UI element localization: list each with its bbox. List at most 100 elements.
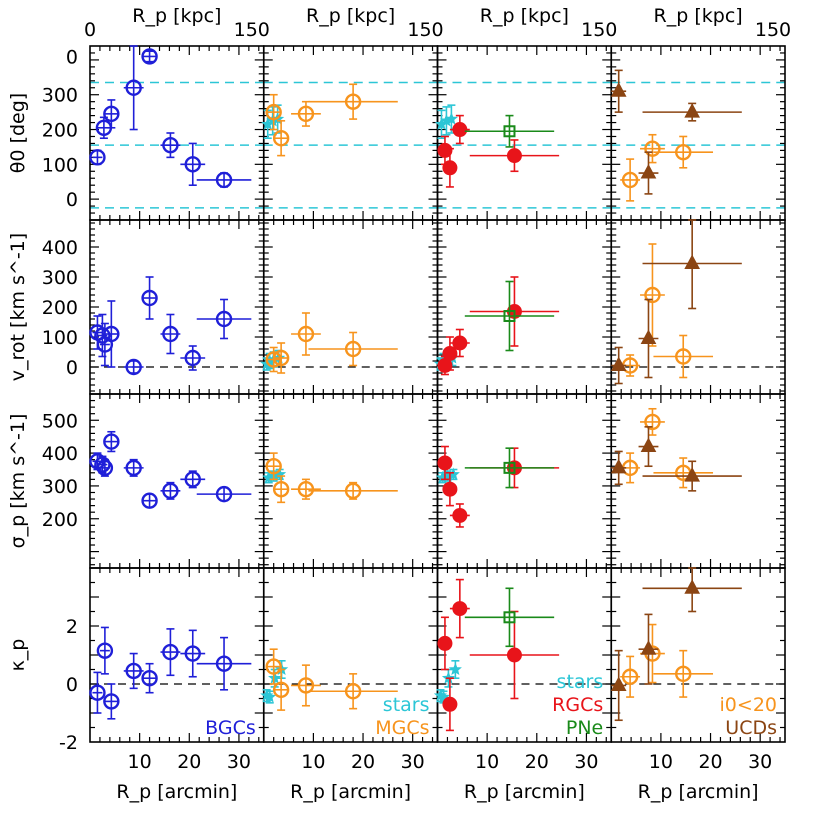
data-point <box>297 105 315 123</box>
top-axis-label: R_p [kpc] <box>480 5 569 27</box>
data-point <box>344 482 362 500</box>
legend-entry: i0<20 <box>720 694 777 716</box>
data-point <box>297 325 315 343</box>
data-point <box>503 461 516 474</box>
data-point <box>640 329 657 344</box>
bottom-axis-label: R_p [arcmin] <box>464 781 585 803</box>
panel-frame <box>610 567 786 743</box>
panel-frame <box>89 45 265 221</box>
panel-frame <box>262 393 439 569</box>
data-point <box>272 349 290 367</box>
y-tick-label: 0 <box>66 674 78 696</box>
data-point <box>684 103 701 118</box>
bottom-axis-label: R_p [arcmin] <box>290 781 411 803</box>
data-point <box>89 149 106 166</box>
y-tick-label: 200 <box>42 509 78 531</box>
top-tick-label: 150 <box>407 19 443 41</box>
data-point <box>272 481 290 498</box>
data-point <box>610 82 627 97</box>
y-tick-label: 300 <box>42 267 78 289</box>
data-point <box>94 456 111 473</box>
bottom-axis-label: R_p [arcmin] <box>638 781 759 803</box>
data-point <box>272 681 290 698</box>
data-point <box>444 112 458 125</box>
data-point <box>125 358 142 376</box>
data-point <box>103 693 120 710</box>
panel-frame <box>89 219 265 395</box>
data-point <box>94 327 111 344</box>
top-tick-label: 0 <box>84 19 96 41</box>
y-tick-label: 0 <box>66 189 78 211</box>
series-stars <box>260 104 289 704</box>
legend-entry: BGCs <box>205 717 256 739</box>
legend-entry: MGCs <box>375 717 429 739</box>
panel-frame <box>436 219 613 395</box>
data-point <box>503 125 516 138</box>
data-point <box>184 156 201 173</box>
data-point <box>644 286 661 304</box>
data-point <box>162 136 179 154</box>
series-bgcs <box>89 45 252 720</box>
data-point <box>452 335 468 351</box>
data-point <box>184 471 201 488</box>
data-point <box>141 48 158 65</box>
y-tick-label: 500 <box>42 410 78 432</box>
panel-frame <box>436 393 613 569</box>
y-tick-label: 300 <box>42 476 78 498</box>
data-point <box>215 171 233 189</box>
data-point <box>268 671 282 684</box>
y-tick-label: 400 <box>42 237 78 259</box>
data-point <box>621 668 639 685</box>
data-point <box>184 349 201 367</box>
data-point <box>96 459 114 477</box>
series-pne <box>464 114 555 648</box>
data-point <box>640 437 657 453</box>
data-point <box>644 413 661 431</box>
data-point <box>644 140 661 157</box>
data-point <box>684 467 701 482</box>
data-point <box>442 481 458 497</box>
y-tick-label: 400 <box>42 443 78 465</box>
data-point <box>297 481 315 498</box>
top-tick-label: 150 <box>234 19 270 41</box>
x-tick-label: 30 <box>401 751 425 773</box>
data-point <box>215 310 233 328</box>
data-point <box>675 348 692 365</box>
data-point <box>437 455 453 471</box>
y-tick-label: 0 <box>66 357 78 379</box>
data-point <box>448 662 462 675</box>
data-point <box>437 635 453 651</box>
y-tick-label: 0 <box>66 46 78 68</box>
legend-entry: PNe <box>566 717 603 739</box>
legend-entry: UCDs <box>725 717 777 739</box>
series-i0-20 <box>620 133 714 698</box>
y-tick-label: -2 <box>59 732 78 754</box>
data-point <box>96 642 114 659</box>
data-point <box>640 640 657 655</box>
legend-entry: RGCs <box>552 694 603 716</box>
axis-labels: R_p [kpc] R_p [kpc] R_p [kpc] R_p [kpc] … <box>7 5 759 803</box>
panel-grid: 010020030000100200300400200300400500-202… <box>42 19 791 773</box>
legend-entry: stars <box>557 671 604 693</box>
data-point <box>215 655 233 672</box>
data-point <box>610 356 627 371</box>
x-tick-label: 10 <box>128 751 152 773</box>
data-point <box>442 696 458 712</box>
data-point <box>103 325 120 343</box>
top-axis-label: R_p [kpc] <box>306 5 395 27</box>
data-point <box>437 142 453 158</box>
data-point <box>506 148 522 164</box>
x-tick-label: 10 <box>475 751 499 773</box>
data-point <box>610 458 627 474</box>
data-point <box>684 579 701 594</box>
y-axis-label-sigma: σ_p [km s^-1] <box>7 414 29 549</box>
top-tick-label: 150 <box>755 19 791 41</box>
data-point <box>89 684 106 701</box>
data-point <box>125 662 142 680</box>
data-point <box>141 670 158 687</box>
top-tick-label: 150 <box>581 19 617 41</box>
data-point <box>610 676 627 691</box>
data-point <box>675 665 692 683</box>
data-point <box>452 507 468 523</box>
